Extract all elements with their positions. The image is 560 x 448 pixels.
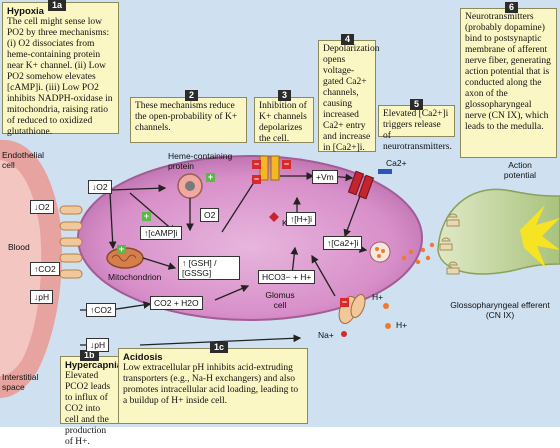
blood-o2: ↓O2 <box>30 200 54 214</box>
label-blood: Blood <box>8 242 30 252</box>
label-interstitial-space: Interstitial space <box>2 372 39 392</box>
box-1b-text: Elevated PCO2 leads to influx of CO2 int… <box>65 371 111 447</box>
box-1c-text: Low extracellular pH inhibits acid-extru… <box>123 363 299 406</box>
action-potential-burst <box>520 205 560 268</box>
nerve-receptor <box>446 261 460 275</box>
inter-o2: ↓O2 <box>88 180 112 194</box>
arrow <box>109 301 152 311</box>
label-endothelial-cell: Endothelial cell <box>2 150 45 170</box>
box-1a-text: The cell might sense low PO2 by three me… <box>7 17 113 137</box>
ca-channel <box>357 174 375 200</box>
ca-intracellular: ↑[Ca2+]i <box>323 236 363 250</box>
h-intracellular: ↑[H+]i <box>286 212 316 226</box>
k-channel <box>270 155 280 181</box>
tag-3: 3 <box>278 90 292 101</box>
plus-icon: + <box>206 172 215 182</box>
box-1a-hypoxia: Hypoxia The cell might sense low PO2 by … <box>2 2 119 137</box>
hco3-box: HCO3− + H+ <box>258 270 316 284</box>
tag-2: 2 <box>185 90 199 101</box>
box-3: Inhibition of K+ channels depolarizes th… <box>254 97 314 144</box>
vm-box: +Vm <box>312 170 338 184</box>
k-ion <box>269 212 279 222</box>
label-action-potential: Action potential <box>503 160 537 180</box>
box-2-text: These mechanisms reduce the open-probabi… <box>135 101 238 133</box>
label-ca-2plus: Ca2+ <box>386 158 407 168</box>
k-channel <box>259 155 269 181</box>
camp-box: ↑[cAMP]i <box>140 226 182 240</box>
arrow <box>214 284 250 301</box>
inter-ph: ↓pH <box>86 338 110 352</box>
ca-ion-marker <box>378 169 392 174</box>
arrow <box>108 192 117 250</box>
box-4: Depolarization opens voltage-gated Ca2+ … <box>318 40 380 153</box>
box-5-text: Elevated [Ca2+]i triggers release of neu… <box>383 109 452 152</box>
plus-icon: + <box>142 211 151 221</box>
inter-co2: ↑CO2 <box>86 303 116 317</box>
gsh-ratio: ↑ [GSH] / [GSSG] <box>178 256 240 280</box>
nerve-receptor <box>439 237 453 251</box>
vesicle <box>369 241 391 263</box>
membrane-channel <box>59 205 83 215</box>
box-1b-hypercapnia: Hypercapnia Elevated PCO2 leads to influ… <box>60 356 123 447</box>
ca-channel <box>347 170 365 196</box>
box-4-text: Depolarization opens voltage-gated Ca2+ … <box>323 44 380 153</box>
label-heme-protein: Heme-containing protein <box>168 151 233 171</box>
arrow <box>221 174 259 233</box>
arrow <box>343 195 361 238</box>
membrane-channel <box>59 221 83 231</box>
heme-core <box>185 181 195 191</box>
box-1a-title: Hypoxia <box>7 6 44 17</box>
box-2: These mechanisms reduce the open-probabi… <box>130 97 247 143</box>
label-na-plus: Na+ <box>318 330 334 340</box>
blood-ph: ↓pH <box>30 290 54 304</box>
tag-5: 5 <box>410 99 424 110</box>
box-6: Neurotransmitters (probably dopamine) bi… <box>460 8 557 158</box>
label-h-plus: H+ <box>372 292 384 302</box>
h-ion <box>385 323 391 329</box>
membrane-channel <box>59 237 83 247</box>
nerve-receptor <box>446 213 460 227</box>
blood-vessel-lumen <box>0 160 42 376</box>
box-6-text: Neurotransmitters (probably dopamine) bi… <box>465 12 551 132</box>
tag-1c: 1c <box>210 342 229 353</box>
tag-1b: 1b <box>80 350 99 361</box>
label-glomus-cell: Glomus cell <box>265 290 295 310</box>
plus-icon: + <box>117 244 126 254</box>
na-ion <box>341 331 347 337</box>
label-mitochondrion: Mitochondrion <box>108 272 162 282</box>
arrow <box>139 334 302 346</box>
membrane-channel <box>59 269 83 279</box>
co2-h2o-box: CO2 + H2O <box>150 296 203 310</box>
minus-icon: − <box>252 159 261 169</box>
box-1c-title: Acidosis <box>123 352 163 363</box>
arrow <box>142 257 177 270</box>
minus-icon: − <box>252 174 261 184</box>
box-1b-title: Hypercapnia <box>65 360 123 371</box>
o2-released: O2 <box>200 208 220 222</box>
neurotransmitter <box>401 255 407 261</box>
tag-4: 4 <box>341 34 355 45</box>
minus-icon: − <box>282 159 291 169</box>
box-5: Elevated [Ca2+]i triggers release of neu… <box>378 105 455 152</box>
box-3-text: Inhibition of K+ channels depolarizes th… <box>259 101 307 144</box>
tag-6: 6 <box>505 2 519 13</box>
membrane-channel <box>59 253 83 263</box>
arrow <box>129 192 176 233</box>
label-h-plus-out: H+ <box>396 320 408 330</box>
label-glossopharyngeal: Glossopharyngeal efferent (CN IX) <box>450 300 550 320</box>
tag-1a: 1a <box>48 0 67 11</box>
arrow <box>109 184 167 193</box>
blood-co2: ↑CO2 <box>30 262 60 276</box>
arrow <box>311 254 336 297</box>
mitochondrion-cristae <box>111 254 137 262</box>
box-1c-acidosis: Acidosis Low extracellular pH inhibits a… <box>118 348 308 424</box>
minus-icon: − <box>340 297 349 307</box>
